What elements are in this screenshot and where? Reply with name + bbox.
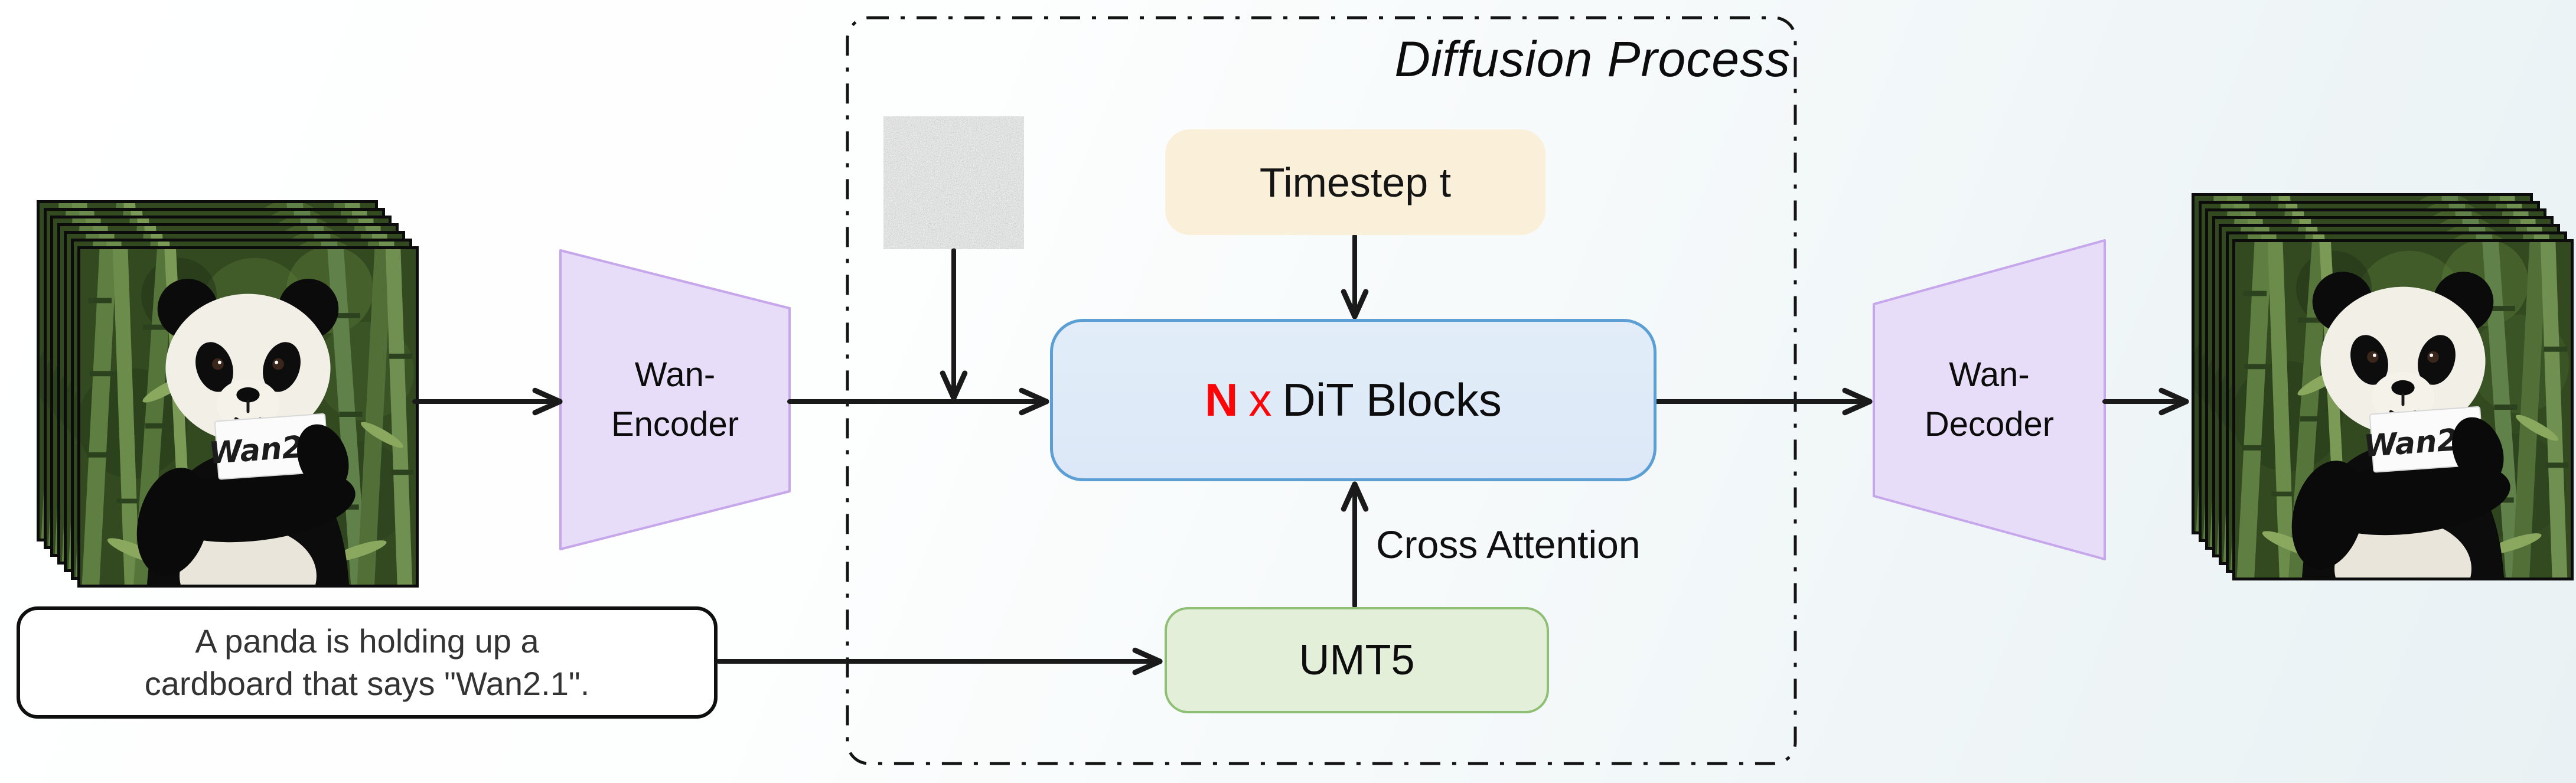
video-frame: Wan2.1 [2232,239,2574,580]
prompt-line-2: cardboard that says "Wan2.1". [144,665,590,702]
dit-blocks-label: DiT Blocks [1282,374,1502,426]
umt5-box: UMT5 [1165,607,1549,713]
umt5-label: UMT5 [1299,637,1415,684]
wan-decoder-shape [1873,239,2106,560]
timestep-box: Timestep t [1165,129,1545,235]
wan-encoder-shape [559,249,791,550]
wan-encoder-label: Wan-Encoder [611,355,739,443]
noise-latent-image [883,116,1024,249]
video-frame: Wan2.1 [77,246,419,588]
cross-attention-label: Cross Attention [1376,523,1641,566]
panda-frame-art: Wan2.1 [80,249,416,585]
dit-times-symbol: x [1248,374,1272,426]
dit-blocks-box: N x DiT Blocks [1050,319,1657,481]
wan-decoder-label: Wan-Decoder [1924,355,2055,443]
prompt-box: A panda is holding up a cardboard that s… [17,606,718,719]
panda-frame-art: Wan2.1 [2235,242,2571,578]
timestep-label: Timestep t [1259,159,1452,205]
prompt-line-1: A panda is holding up a [195,622,539,660]
diffusion-process-title: Diffusion Process [1394,31,1791,87]
dit-n-count: N [1205,374,1238,426]
